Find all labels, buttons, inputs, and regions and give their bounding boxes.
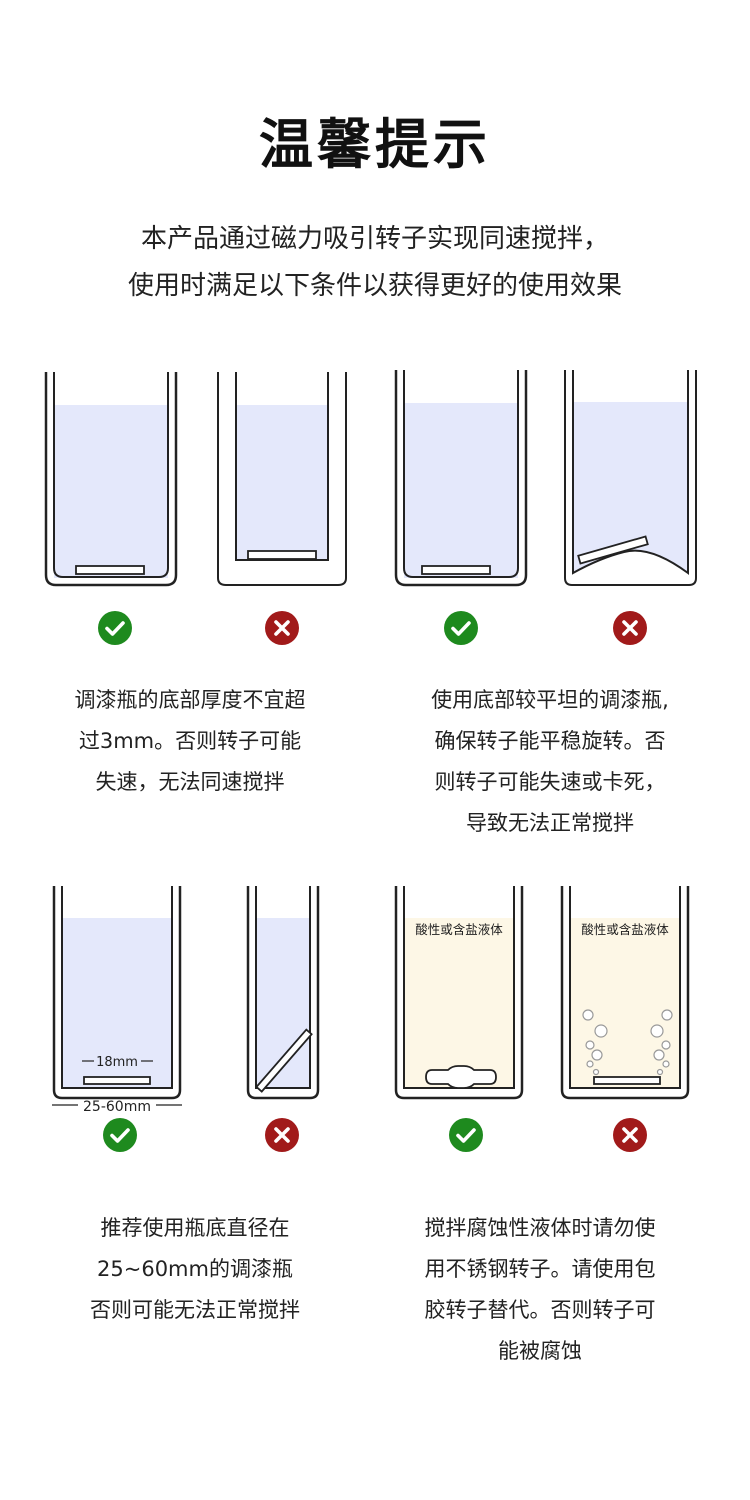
outer-diameter-label: 25-60mm [83, 1099, 151, 1115]
tip-caption-3: 推荐使用瓶底直径在 25~60mm的调漆瓶 否则可能无法正常搅拌 [45, 1208, 345, 1331]
cross-icon [613, 611, 647, 645]
caption-line: 调漆瓶的底部厚度不宜超 [74, 688, 306, 712]
caption-line: 确保转子能平稳旋转。否 [434, 729, 666, 753]
jar-domed-bottom-illustration [564, 370, 697, 586]
caption-line: 过3mm。否则转子可能 [78, 729, 302, 753]
jar-acid-steel-illustration [560, 886, 690, 1100]
cross-icon [265, 1118, 299, 1152]
caption-line: 搅拌腐蚀性液体时请勿使 [424, 1216, 656, 1240]
subtitle-line-2: 使用时满足以下条件以获得更好的使用效果 [127, 271, 622, 301]
acid-liquid-label: 酸性或含盐液体 [581, 922, 669, 937]
check-icon [98, 611, 132, 645]
jar-flat-bottom-illustration [394, 370, 528, 587]
tip-caption-1: 调漆瓶的底部厚度不宜超 过3mm。否则转子可能 失速，无法同速搅拌 [40, 680, 340, 803]
caption-line: 胶转子替代。否则转子可 [424, 1298, 656, 1322]
page-title: 温馨提示 [259, 113, 491, 176]
caption-line: 使用底部较平坦的调漆瓶, [431, 688, 669, 712]
check-icon [103, 1118, 137, 1152]
caption-line: 导致无法正常搅拌 [466, 811, 634, 835]
caption-line: 25~60mm的调漆瓶 [97, 1257, 293, 1281]
jar-diameter-illustration [52, 886, 182, 1106]
caption-line: 失速，无法同速搅拌 [95, 770, 285, 794]
caption-line: 用不锈钢转子。请使用包 [424, 1257, 656, 1281]
subtitle-line-1: 本产品通过磁力吸引转子实现同速搅拌， [140, 224, 609, 254]
jar-narrow-illustration [246, 886, 320, 1100]
jar-thick-bottom-illustration [217, 372, 347, 586]
caption-line: 推荐使用瓶底直径在 [100, 1216, 290, 1240]
tip-caption-2: 使用底部较平坦的调漆瓶, 确保转子能平稳旋转。否 则转子可能失速或卡死， 导致无… [400, 680, 700, 844]
caption-line: 否则可能无法正常搅拌 [90, 1298, 300, 1322]
cross-icon [265, 611, 299, 645]
caption-line: 能被腐蚀 [498, 1339, 582, 1363]
jar-acid-rubber-illustration [394, 886, 524, 1100]
bubbles [582, 1009, 673, 1076]
cross-icon [613, 1118, 647, 1152]
tip-caption-4: 搅拌腐蚀性液体时请勿使 用不锈钢转子。请使用包 胶转子替代。否则转子可 能被腐蚀 [390, 1208, 690, 1372]
acid-liquid-label: 酸性或含盐液体 [415, 922, 503, 937]
jar-thin-bottom-illustration [44, 372, 178, 587]
inner-diameter-label: 18mm [96, 1055, 138, 1070]
check-icon [449, 1118, 483, 1152]
caption-line: 则转子可能失速或卡死， [434, 770, 666, 794]
check-icon [444, 611, 478, 645]
